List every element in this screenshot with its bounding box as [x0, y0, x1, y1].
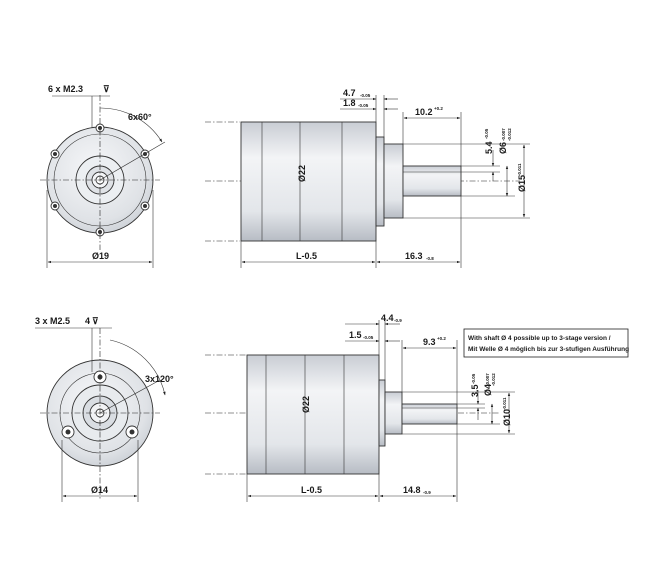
bottom-dim-1-5: 1.5 [349, 330, 362, 340]
bottom-dim-flange-dia: Ø10 [502, 409, 512, 426]
svg-text:-0.011: -0.011 [517, 163, 522, 176]
bottom-dim-4-4: 4.4 [381, 313, 394, 323]
top-screw-label: 6 x M2.3 [48, 84, 83, 94]
svg-text:-0.012: -0.012 [507, 128, 512, 141]
svg-text:-0.8: -0.8 [426, 256, 434, 261]
bottom-dim-3-5: 3.5 [470, 384, 480, 397]
bottom-body-diameter: Ø22 [301, 396, 311, 413]
top-dim-5-4: 5.4 [484, 141, 494, 154]
bottom-dim-9-3: 9.3 [423, 337, 436, 347]
bottom-angle-label: 3x120° [145, 374, 174, 384]
bottom-motor-body [246, 354, 380, 475]
svg-text:-0.05: -0.05 [363, 335, 374, 340]
bottom-side-view: Ø22 L-0.5 14.8 -0.9 4.4 -0.9 1.5 -0.05 9… [205, 313, 629, 502]
svg-text:-0.9: -0.9 [423, 490, 431, 495]
svg-text:+0.2: +0.2 [437, 336, 446, 341]
shaft-note-line-2: Mit Welle Ø 4 möglich bis zur 3-stufigen… [468, 346, 629, 353]
bottom-screw-depth: 4 [85, 316, 90, 326]
top-dim-10-2: 10.2 [415, 107, 433, 117]
bottom-output-shaft [401, 403, 458, 425]
svg-text:-0.012: -0.012 [491, 373, 496, 386]
svg-text:-0.007: -0.007 [501, 128, 506, 141]
top-shaft-length: 16.3 [405, 251, 423, 261]
svg-text:-0.05: -0.05 [484, 128, 489, 139]
top-output-shaft [402, 165, 462, 197]
bottom-length-label: L-0.5 [301, 485, 322, 495]
top-motor-body [240, 121, 377, 242]
top-screw-holes [50, 123, 150, 237]
bottom-flange-step [384, 391, 403, 435]
svg-text:-0.05: -0.05 [360, 93, 371, 98]
top-dim-flange-dia: Ø15 [517, 175, 527, 192]
top-dim-1-8: 1.8 [343, 98, 356, 108]
svg-text:+0.2: +0.2 [434, 106, 443, 111]
top-dim-4-7: 4.7 [343, 88, 356, 98]
top-dim-shaft-dia: Ø6 [498, 142, 508, 154]
svg-text:-0.007: -0.007 [485, 373, 490, 386]
top-screw-depth-symbol: ⊽ [103, 84, 110, 94]
bottom-front-view: 3 x M2.5 4 ⊽ 3x120° Ø14 [35, 316, 174, 502]
svg-text:-0.9: -0.9 [394, 318, 402, 323]
svg-text:-0.011: -0.011 [502, 397, 507, 410]
top-front-view: 6 x M2.3 ⊽ 6x60° Ø19 [40, 84, 166, 268]
bottom-dim-shaft-dia: Ø4 [483, 384, 493, 396]
top-angle-label: 6x60° [128, 112, 152, 122]
bottom-screw-label: 3 x M2.5 [35, 316, 70, 326]
svg-text:-0.05: -0.05 [471, 373, 476, 384]
top-length-label: L-0.5 [296, 251, 317, 261]
svg-text:-0.05: -0.05 [358, 103, 369, 108]
top-front-diameter: Ø19 [92, 251, 109, 261]
shaft-note-box [463, 328, 629, 358]
top-side-view: Ø22 L-0.5 16.3 -0.8 4.7 -0.05 1.8 -0.05 … [205, 88, 530, 268]
bottom-screw-depth-symbol: ⊽ [92, 316, 99, 326]
top-body-diameter: Ø22 [297, 165, 307, 182]
shaft-note-line-1: With shaft Ø 4 possible up to 3-stage ve… [468, 335, 611, 342]
bottom-front-diameter: Ø14 [91, 485, 108, 495]
bottom-shaft-length: 14.8 [403, 485, 421, 495]
top-flange-step [383, 143, 404, 219]
